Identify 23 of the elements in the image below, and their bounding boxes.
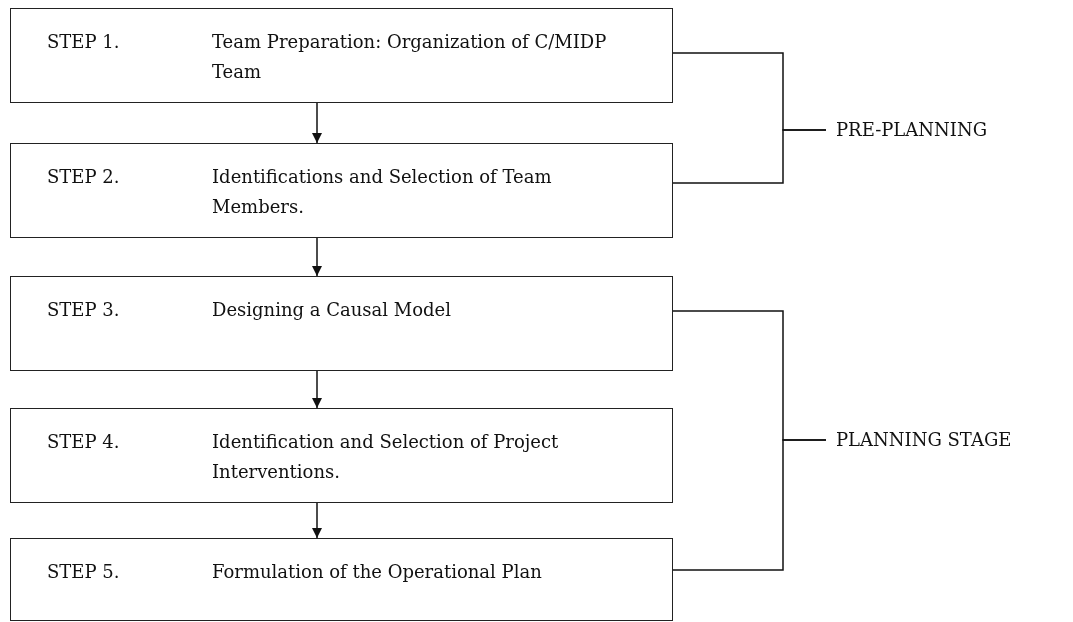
step-number: STEP 2.	[47, 165, 120, 189]
arrow	[312, 502, 322, 539]
step-box	[10, 408, 673, 503]
bracket-line	[672, 439, 827, 571]
arrow	[312, 237, 322, 277]
step-text: Identifications and Selection of Team Members.	[212, 165, 553, 219]
step-box	[10, 276, 673, 371]
step-box	[10, 538, 673, 621]
stage-label: PRE-PLANNING	[836, 118, 988, 142]
bracket-line	[672, 129, 827, 184]
arrow	[312, 102, 322, 144]
step-number: STEP 4.	[47, 430, 120, 454]
stage-label: PLANNING STAGE	[836, 428, 1012, 452]
step-box	[10, 143, 673, 238]
step-text: Formulation of the Operational Plan	[212, 560, 543, 584]
step-text: Designing a Causal Model	[212, 298, 452, 322]
step-number: STEP 5.	[47, 560, 120, 584]
arrow	[312, 370, 322, 409]
step-number: STEP 1.	[47, 30, 120, 54]
step-text: Identification and Selection of Project Interventions.	[212, 430, 560, 484]
step-box	[10, 8, 673, 103]
step-number: STEP 3.	[47, 298, 120, 322]
step-text: Team Preparation: Organization of C/MIDP Team	[212, 30, 608, 84]
